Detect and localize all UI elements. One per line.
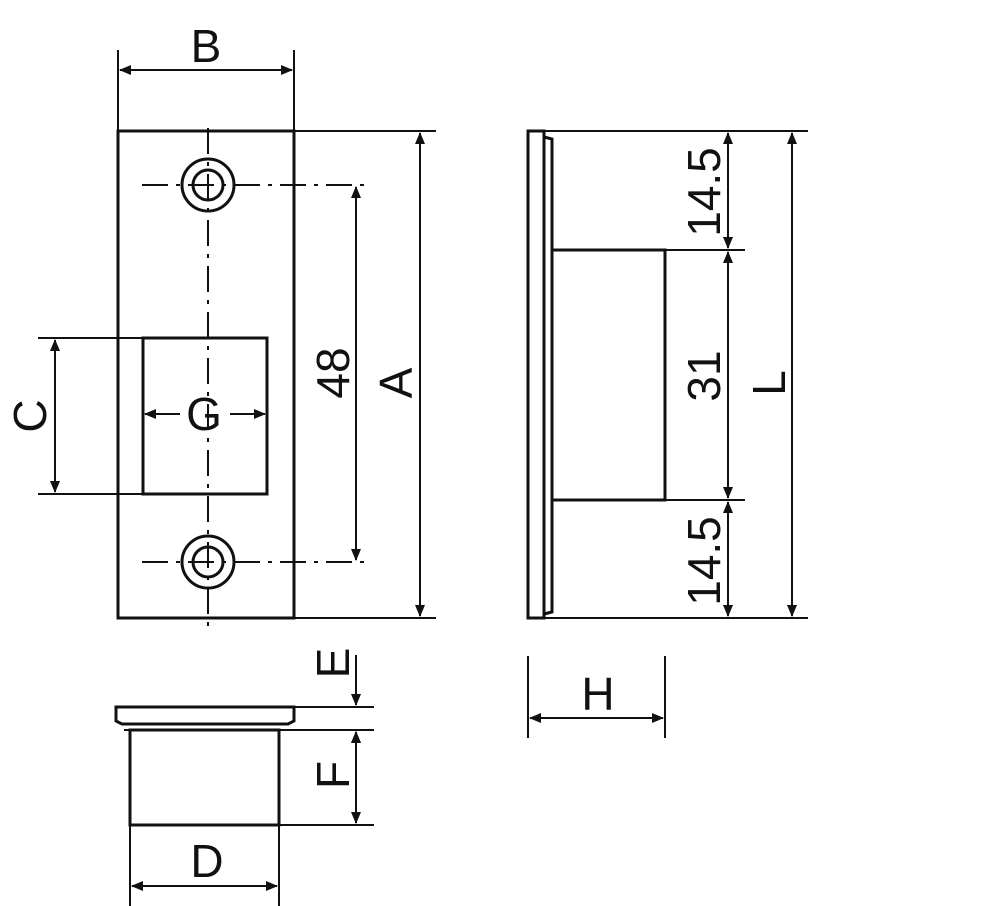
side-body-profile <box>552 248 667 502</box>
dim-d-label: D <box>190 835 223 887</box>
side-plate-lip <box>543 135 554 616</box>
dim-e-label: E <box>307 648 359 679</box>
dim-hole-spacing-label: 48 <box>307 347 359 398</box>
front-view: B A 48 C G <box>4 20 436 630</box>
dim-b-label: B <box>191 20 222 72</box>
latch-opening <box>141 336 269 496</box>
dim-top-offset-label: 14.5 <box>678 147 730 237</box>
bottom-plate-flange <box>114 705 296 726</box>
dim-a-label: A <box>370 367 422 398</box>
dim-f-label: F <box>307 761 359 789</box>
dim-bottom-offset-label: 14.5 <box>678 516 730 606</box>
side-plate-face <box>526 129 546 620</box>
dim-middle-length-label: 31 <box>678 350 730 401</box>
bottom-body <box>128 728 281 827</box>
front-plate-outline <box>116 129 296 620</box>
top-screw-hole <box>180 157 236 213</box>
dim-g-label: G <box>186 388 222 440</box>
dim-h-label: H <box>581 668 614 720</box>
side-view: 14.5 31 14.5 L H <box>526 129 808 738</box>
dim-l-label: L <box>743 370 795 396</box>
bottom-view: E F D <box>114 648 374 906</box>
dim-c-label: C <box>4 399 56 432</box>
bottom-screw-hole <box>180 534 236 590</box>
